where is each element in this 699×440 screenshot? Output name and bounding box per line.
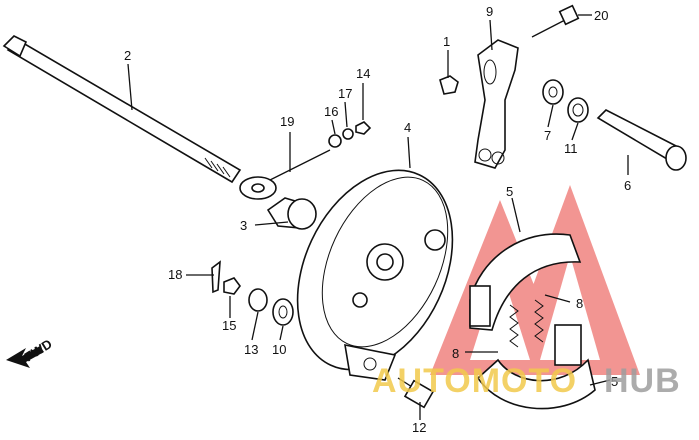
fwd-label: FWD <box>22 336 55 364</box>
seal-11 <box>567 97 589 123</box>
label-3: 3 <box>240 218 247 233</box>
label-12: 12 <box>412 420 426 435</box>
label-14: 14 <box>356 66 370 81</box>
bolt-20-part <box>531 4 580 38</box>
label-15: 15 <box>222 318 236 333</box>
washer-16 <box>328 134 342 148</box>
fwd-arrow: FWD <box>6 336 55 368</box>
label-6: 6 <box>624 178 631 193</box>
brake-arm-part <box>474 39 519 169</box>
label-13: 13 <box>244 342 258 357</box>
spring-8a <box>534 299 544 343</box>
axle-part <box>2 35 242 184</box>
pin-18 <box>211 260 221 294</box>
part-labels: 1 2 3 4 5 5 6 7 8 8 9 10 11 12 13 14 15 … <box>124 4 631 435</box>
label-4: 4 <box>404 120 411 135</box>
label-1: 1 <box>443 34 450 49</box>
washer-7 <box>542 79 564 105</box>
adjuster-bolt-part <box>239 149 331 200</box>
label-7: 7 <box>544 128 551 143</box>
label-8b: 8 <box>452 346 459 361</box>
label-5b: 5 <box>611 374 618 389</box>
label-10: 10 <box>272 342 286 357</box>
nut-15 <box>223 277 241 295</box>
brake-shoe-upper <box>469 233 582 331</box>
label-11: 11 <box>564 141 578 156</box>
seal-10 <box>272 298 294 326</box>
watermark-text: AUTOMOTO HUB <box>372 362 681 400</box>
label-9: 9 <box>486 4 493 19</box>
collar-part <box>266 197 317 230</box>
bolt-12-part <box>397 377 435 409</box>
spring-8b <box>509 304 519 348</box>
label-2: 2 <box>124 48 131 63</box>
label-8a: 8 <box>576 296 583 311</box>
brake-panel-part <box>296 169 454 381</box>
washer-13 <box>248 288 268 312</box>
washer-17 <box>342 128 354 140</box>
brake-cam-part <box>596 109 687 171</box>
label-20: 20 <box>594 8 608 23</box>
leader-lines <box>127 14 629 420</box>
label-19: 19 <box>280 114 294 129</box>
label-18: 18 <box>168 267 182 282</box>
watermark-part1: AUTOMOTO <box>372 362 577 400</box>
watermark-part2: HUB <box>604 362 681 400</box>
nut-14 <box>355 121 372 135</box>
label-5a: 5 <box>506 184 513 199</box>
brake-shoe-lower <box>476 324 596 410</box>
label-17: 17 <box>338 86 352 101</box>
label-16: 16 <box>324 104 338 119</box>
watermark-logo <box>430 185 640 375</box>
nut-1 <box>439 75 459 95</box>
